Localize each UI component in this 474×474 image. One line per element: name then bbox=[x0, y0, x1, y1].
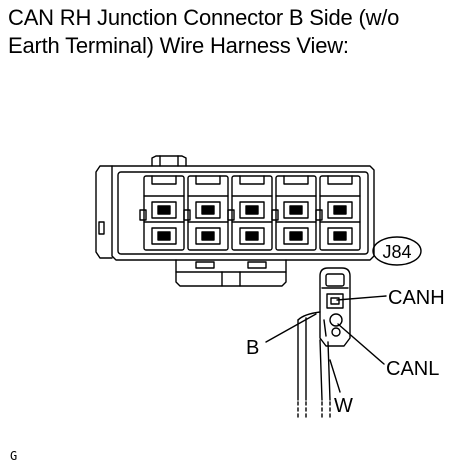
w-wire-label: W bbox=[334, 395, 353, 417]
w-leader bbox=[329, 359, 341, 393]
canh-label: CANH bbox=[388, 287, 445, 309]
canl-leader bbox=[337, 323, 385, 365]
terminal-slot bbox=[195, 227, 221, 245]
b-wire-label: B bbox=[246, 337, 259, 359]
cavity-column bbox=[315, 175, 361, 251]
title-line-1: CAN RH Junction Connector B Side (w/o bbox=[8, 5, 400, 30]
cavity-column bbox=[139, 175, 185, 251]
cavity-column bbox=[183, 175, 229, 251]
terminal-slot bbox=[195, 201, 221, 219]
b-leader bbox=[265, 313, 317, 343]
terminal-slot bbox=[239, 201, 265, 219]
canh-leader bbox=[336, 295, 387, 301]
terminal-cavities bbox=[139, 175, 361, 251]
title-line-2: Earth Terminal) Wire Harness View: bbox=[8, 33, 349, 58]
terminal-slot bbox=[151, 227, 177, 245]
wire-harness bbox=[297, 311, 331, 419]
cavity-column bbox=[227, 175, 273, 251]
wire-w-right-edge bbox=[327, 341, 331, 401]
figure-code: G bbox=[10, 449, 18, 463]
cavity-column bbox=[271, 175, 317, 251]
terminal-slot bbox=[283, 227, 309, 245]
terminal-slot bbox=[327, 227, 353, 245]
terminal-slot bbox=[283, 201, 309, 219]
leader-lines bbox=[265, 295, 387, 393]
canl-label: CANL bbox=[386, 358, 439, 380]
j84-connector-housing bbox=[319, 267, 351, 347]
wire-w-left-edge bbox=[319, 339, 323, 401]
terminal-slot bbox=[239, 227, 265, 245]
terminal-slot bbox=[327, 201, 353, 219]
j84-label-bubble bbox=[372, 236, 422, 266]
j84-label: J84 bbox=[382, 242, 411, 262]
j84-connector bbox=[319, 236, 422, 347]
terminal-slot bbox=[151, 201, 177, 219]
junction-connector bbox=[95, 155, 375, 287]
diagram-title: CAN RH Junction Connector B Side (w/o Ea… bbox=[8, 4, 468, 60]
